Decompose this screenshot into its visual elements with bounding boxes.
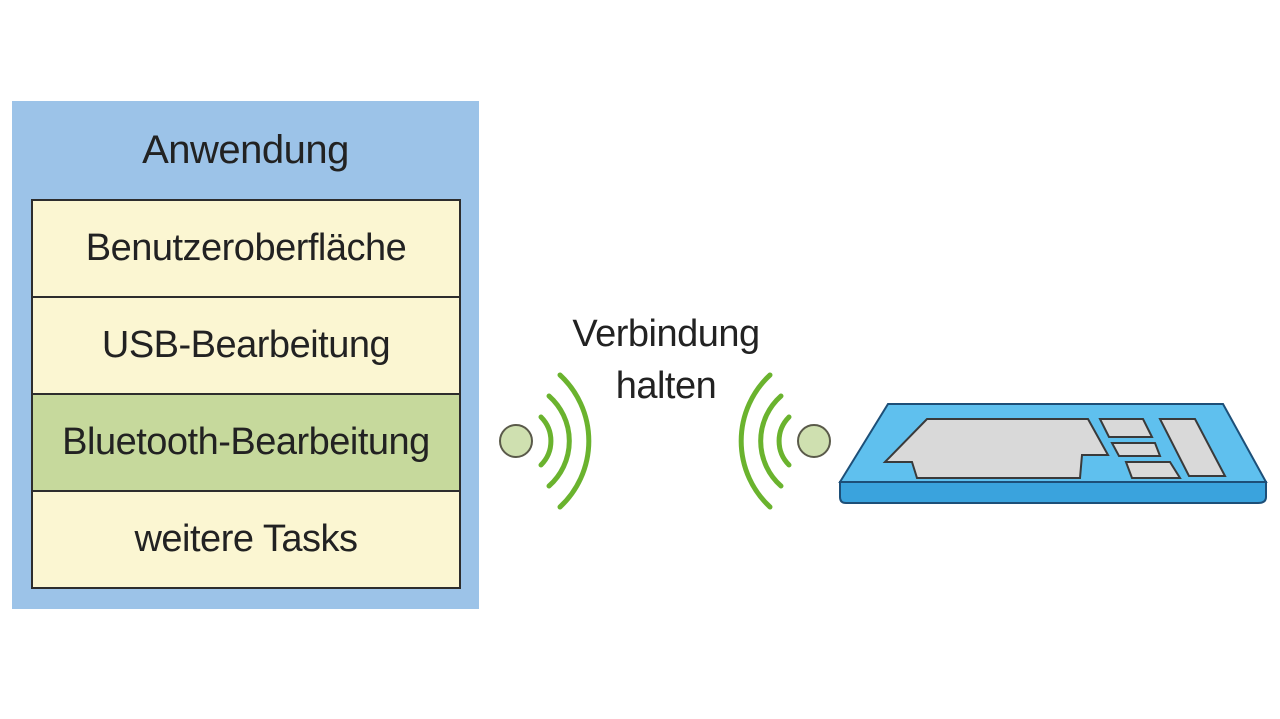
left-node-icon [499,424,533,458]
right-signal-wave-3 [738,372,773,510]
left-signal-wave-2 [546,393,572,489]
left-signal-wave-3 [557,372,592,510]
connection-label: Verbindung halten [548,308,784,412]
layer-user-interface: Benutzeroberfläche [33,201,459,296]
layer-usb-processing: USB-Bearbeitung [33,296,459,393]
right-signal-wave-2 [758,393,784,489]
connection-label-line2: halten [615,365,717,407]
connection-label-line1: Verbindung [572,313,760,355]
right-signal-wave-1 [776,414,792,468]
keyboard-icon [838,403,1268,504]
application-title: Anwendung [142,127,349,172]
left-signal-wave-1 [538,414,554,468]
task-layers: Benutzeroberfläche USB-Bearbeitung Bluet… [31,199,461,589]
layer-other-tasks: weitere Tasks [33,490,459,587]
layer-bluetooth-processing: Bluetooth-Bearbeitung [33,393,459,490]
application-stack: Anwendung Benutzeroberfläche USB-Bearbei… [12,101,479,609]
right-node-icon [797,424,831,458]
